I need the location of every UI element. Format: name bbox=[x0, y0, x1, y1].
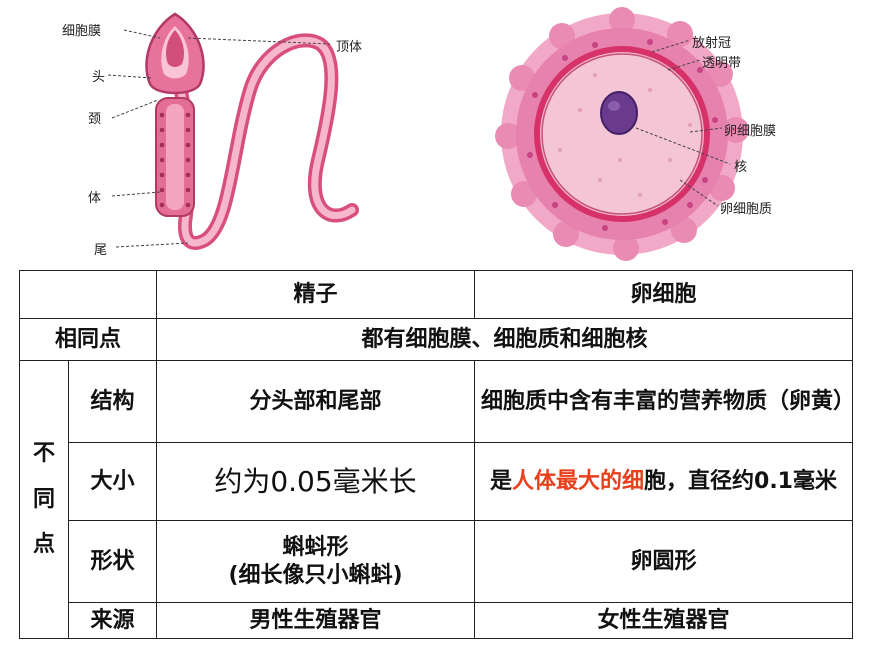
egg-size-suffix: 胞，直径约0.1毫米 bbox=[644, 468, 837, 494]
label-neck: 颈 bbox=[88, 112, 102, 127]
diff-char: 同 bbox=[32, 486, 55, 512]
diff-label: 不 同 点 bbox=[19, 360, 69, 639]
header-egg: 卵细胞 bbox=[474, 270, 853, 319]
egg-cell-value: 卵圆形 bbox=[474, 520, 853, 603]
header-sperm: 精子 bbox=[156, 270, 475, 319]
sperm-cell-value: 蝌蚪形 (细长像只小蝌蚪) bbox=[156, 520, 475, 603]
illustration-area bbox=[107, 7, 749, 261]
diff-char: 点 bbox=[32, 532, 55, 558]
sperm-cell-value: 男性生殖器官 bbox=[156, 602, 475, 639]
label-egg-cytoplasm: 卵细胞质 bbox=[720, 202, 773, 217]
label-head: 头 bbox=[92, 70, 106, 85]
egg-cell-value: 女性生殖器官 bbox=[474, 602, 853, 639]
same-label: 相同点 bbox=[19, 318, 157, 361]
label-acrosome: 顶体 bbox=[336, 40, 363, 55]
label-nucleus: 核 bbox=[734, 160, 748, 175]
sperm-cell-value: 分头部和尾部 bbox=[156, 360, 475, 443]
label-zona-pellucida: 透明带 bbox=[702, 56, 742, 71]
sperm-illustration bbox=[107, 12, 359, 250]
row-label: 大小 bbox=[68, 442, 157, 521]
sperm-shape-line2: (细长像只小蝌蚪) bbox=[228, 562, 403, 588]
egg-size-prefix: 是 bbox=[489, 468, 512, 494]
row-label: 来源 bbox=[68, 602, 157, 639]
egg-cell-value: 细胞质中含有丰富的营养物质（卵黄） bbox=[474, 360, 855, 443]
label-tail: 尾 bbox=[94, 243, 108, 258]
corner-cell bbox=[19, 270, 157, 319]
row-label: 结构 bbox=[68, 360, 157, 443]
sperm-shape-line1: 蝌蚪形 bbox=[282, 535, 349, 560]
comparison-table: 精子 卵细胞 相同点 都有细胞膜、细胞质和细胞核 不 同 点 结构 分头部和尾部… bbox=[19, 270, 855, 639]
egg-cell-illustration bbox=[495, 7, 749, 261]
row-shape: 形状 蝌蚪形 (细长像只小蝌蚪) 卵圆形 bbox=[20, 520, 853, 603]
same-text: 都有细胞膜、细胞质和细胞核 bbox=[156, 318, 853, 361]
sperm-cell-value: 约为0.05毫米长 bbox=[156, 442, 475, 521]
row-label: 形状 bbox=[68, 520, 157, 603]
diff-char: 不 bbox=[32, 441, 55, 467]
row-structure: 不 同 点 结构 分头部和尾部 细胞质中含有丰富的营养物质（卵黄） bbox=[19, 360, 855, 639]
label-corona-radiata: 放射冠 bbox=[692, 36, 732, 51]
label-egg-membrane: 卵细胞膜 bbox=[724, 124, 777, 139]
label-cell-membrane: 细胞膜 bbox=[62, 24, 102, 39]
egg-size-highlight: 人体最大的细 bbox=[512, 468, 645, 494]
egg-cell-value: 是人体最大的细胞，直径约0.1毫米 bbox=[474, 442, 853, 521]
row-origin: 来源 男性生殖器官 女性生殖器官 bbox=[20, 602, 853, 639]
header-row: 精子 卵细胞 bbox=[19, 270, 853, 319]
row-size: 大小 约为0.05毫米长 是人体最大的细胞，直径约0.1毫米 bbox=[20, 442, 853, 521]
same-row: 相同点 都有细胞膜、细胞质和细胞核 bbox=[19, 318, 853, 361]
label-body: 体 bbox=[88, 191, 102, 206]
